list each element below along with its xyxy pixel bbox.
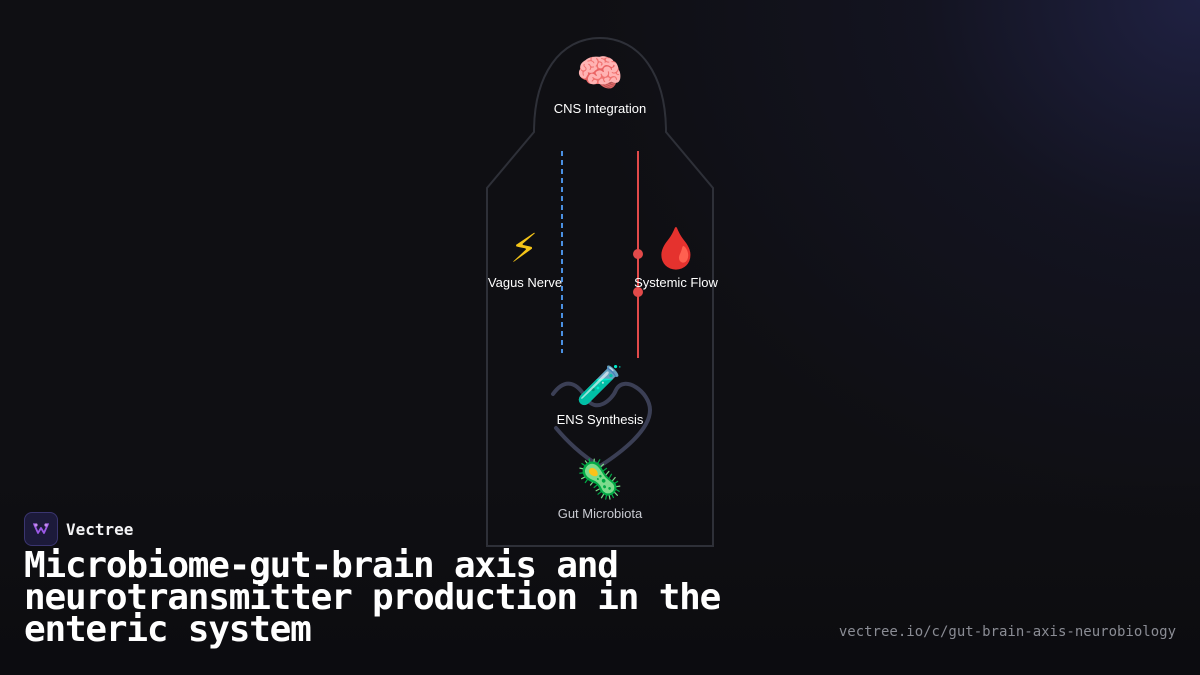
brand-name: Vectree (66, 519, 134, 539)
page-title: Microbiome-gut-brain axis and neurotrans… (24, 545, 721, 650)
background-shade (0, 475, 1200, 675)
ens-synthesis-label: ENS Synthesis (557, 412, 644, 427)
systemic-flow-dot-upper (633, 249, 643, 259)
microbe-icon: 🦠 (576, 457, 623, 501)
vectree-logo-icon (24, 512, 58, 546)
blood-drop-icon: 🩸 (651, 225, 701, 272)
body-outline (486, 36, 714, 547)
systemic-flow-label: Systemic Flow (634, 275, 718, 290)
gut-microbiota-label: Gut Microbiota (558, 506, 643, 521)
brain-icon: 🧠 (576, 51, 623, 95)
brand: Vectree (24, 512, 133, 546)
source-url: vectree.io/c/gut-brain-axis-neurobiology (838, 624, 1176, 640)
test-tube-icon: 🧪 (576, 363, 623, 407)
gut-intestine-path (551, 381, 653, 469)
vagus-nerve-label: Vagus Nerve (488, 275, 562, 290)
cns-integration-label: CNS Integration (554, 101, 647, 116)
lightning-icon: ⚡ (510, 226, 538, 272)
systemic-flow-dot-lower (633, 287, 643, 297)
